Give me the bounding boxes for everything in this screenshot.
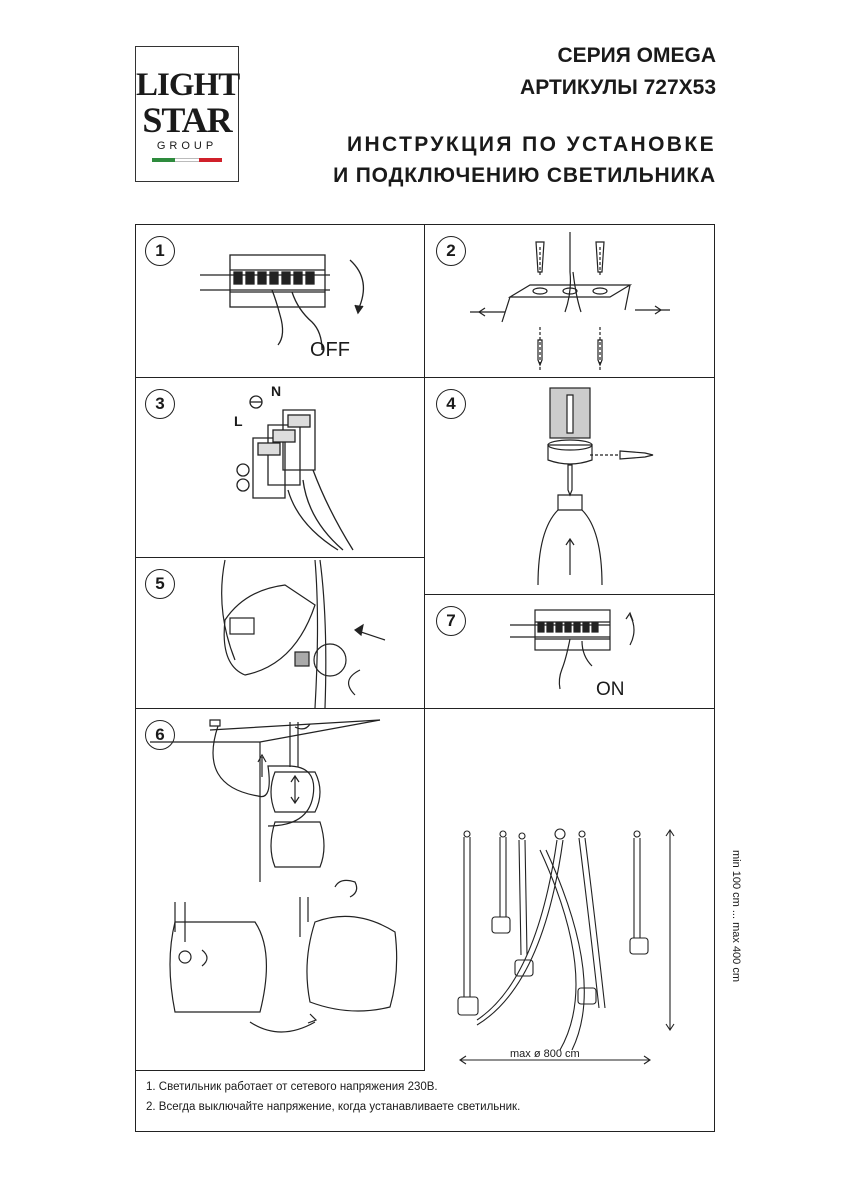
divider-h-4 bbox=[135, 708, 715, 709]
divider-v-bottom bbox=[424, 708, 425, 1070]
divider-h-5 bbox=[135, 1070, 425, 1071]
logo-line-3: GROUP bbox=[156, 140, 218, 152]
italian-flag-stripe bbox=[152, 158, 222, 162]
ceiling-mount-screw-illustration bbox=[537, 387, 654, 586]
step-2-badge: 2 bbox=[436, 236, 466, 266]
on-caption: ON bbox=[596, 679, 625, 700]
series-title: СЕРИЯ OMEGA bbox=[557, 44, 716, 67]
breaker-panel-on-illustration bbox=[510, 609, 635, 690]
live-label: L bbox=[234, 413, 243, 429]
step-1-badge: 1 bbox=[145, 236, 175, 266]
logo-line-2: STAR bbox=[142, 100, 232, 140]
divider-v-top bbox=[424, 224, 425, 708]
step-5-badge: 5 bbox=[145, 569, 175, 599]
cable-adjustment-illustration bbox=[150, 719, 398, 1033]
step-6-badge: 6 bbox=[145, 720, 175, 750]
brand-logo: LIGHT STAR GROUP bbox=[135, 46, 240, 182]
step-4-badge: 4 bbox=[436, 389, 466, 419]
step-3-badge: 3 bbox=[145, 389, 175, 419]
lamp-bulb-install-illustration bbox=[221, 559, 386, 709]
instruction-title-line-1: ИНСТРУКЦИЯ ПО УСТАНОВКЕ bbox=[346, 133, 716, 156]
width-dimension-label: max ø 800 cm bbox=[510, 1048, 580, 1060]
height-dimension-label: min 100 cm ... max 400 cm bbox=[730, 849, 742, 983]
note-1: 1. Светильник работает от сетевого напря… bbox=[146, 1081, 438, 1093]
off-caption: OFF bbox=[310, 339, 350, 361]
divider-h-3 bbox=[424, 594, 715, 595]
terminal-block-illustration bbox=[236, 395, 354, 551]
mounting-bracket-illustration bbox=[470, 232, 670, 372]
divider-h-2 bbox=[135, 557, 425, 558]
breaker-panel-off-illustration bbox=[200, 254, 365, 351]
neutral-label: N bbox=[271, 383, 282, 399]
note-2: 2. Всегда выключайте напряжение, когда у… bbox=[146, 1101, 521, 1113]
divider-h-1 bbox=[135, 377, 715, 378]
flag-white bbox=[175, 158, 199, 162]
flag-red bbox=[198, 158, 222, 162]
pendant-overview-illustration bbox=[457, 828, 675, 1065]
flag-green bbox=[152, 158, 176, 162]
step-7-badge: 7 bbox=[436, 606, 466, 636]
article-number: АРТИКУЛЫ 727X53 bbox=[520, 76, 716, 99]
logo-line-1: LIGHT bbox=[136, 67, 240, 103]
instruction-title-line-2: И ПОДКЛЮЧЕНИЮ СВЕТИЛЬНИКА bbox=[333, 164, 716, 187]
instruction-frame bbox=[135, 224, 715, 1132]
